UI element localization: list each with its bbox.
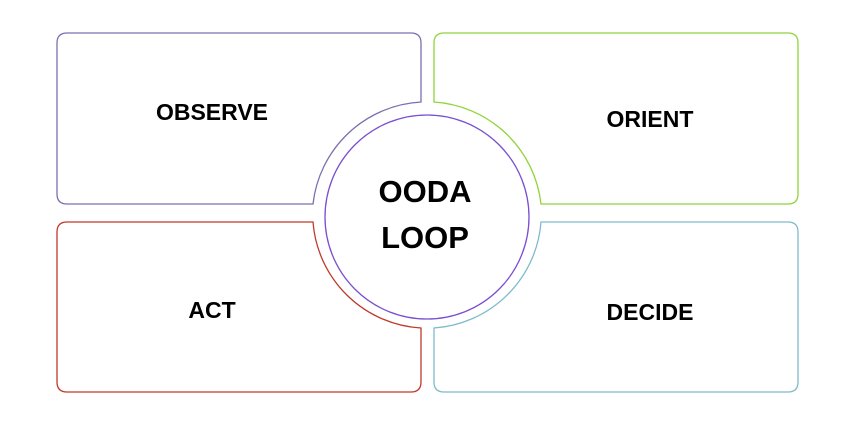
quadrant-decide-shape: [433, 221, 799, 393]
center-label-line-1: OODA: [379, 174, 472, 209]
quadrant-orient-shape: [433, 32, 799, 205]
quadrant-observe: OBSERVE: [56, 32, 422, 205]
quadrant-orient: ORIENT: [433, 32, 799, 205]
quadrant-act-label: ACT: [188, 297, 235, 323]
quadrant-act: ACT: [56, 221, 422, 393]
quadrant-decide: DECIDE: [433, 221, 799, 393]
center-circle: [324, 114, 530, 320]
center-label-line-2: LOOP: [381, 220, 469, 255]
quadrant-decide-label: DECIDE: [607, 299, 694, 325]
quadrant-observe-shape: [56, 32, 422, 205]
quadrant-act-shape: [56, 221, 422, 393]
quadrant-orient-label: ORIENT: [607, 106, 694, 132]
center-hub: OODA LOOP: [324, 114, 530, 320]
quadrant-observe-label: OBSERVE: [156, 99, 268, 125]
